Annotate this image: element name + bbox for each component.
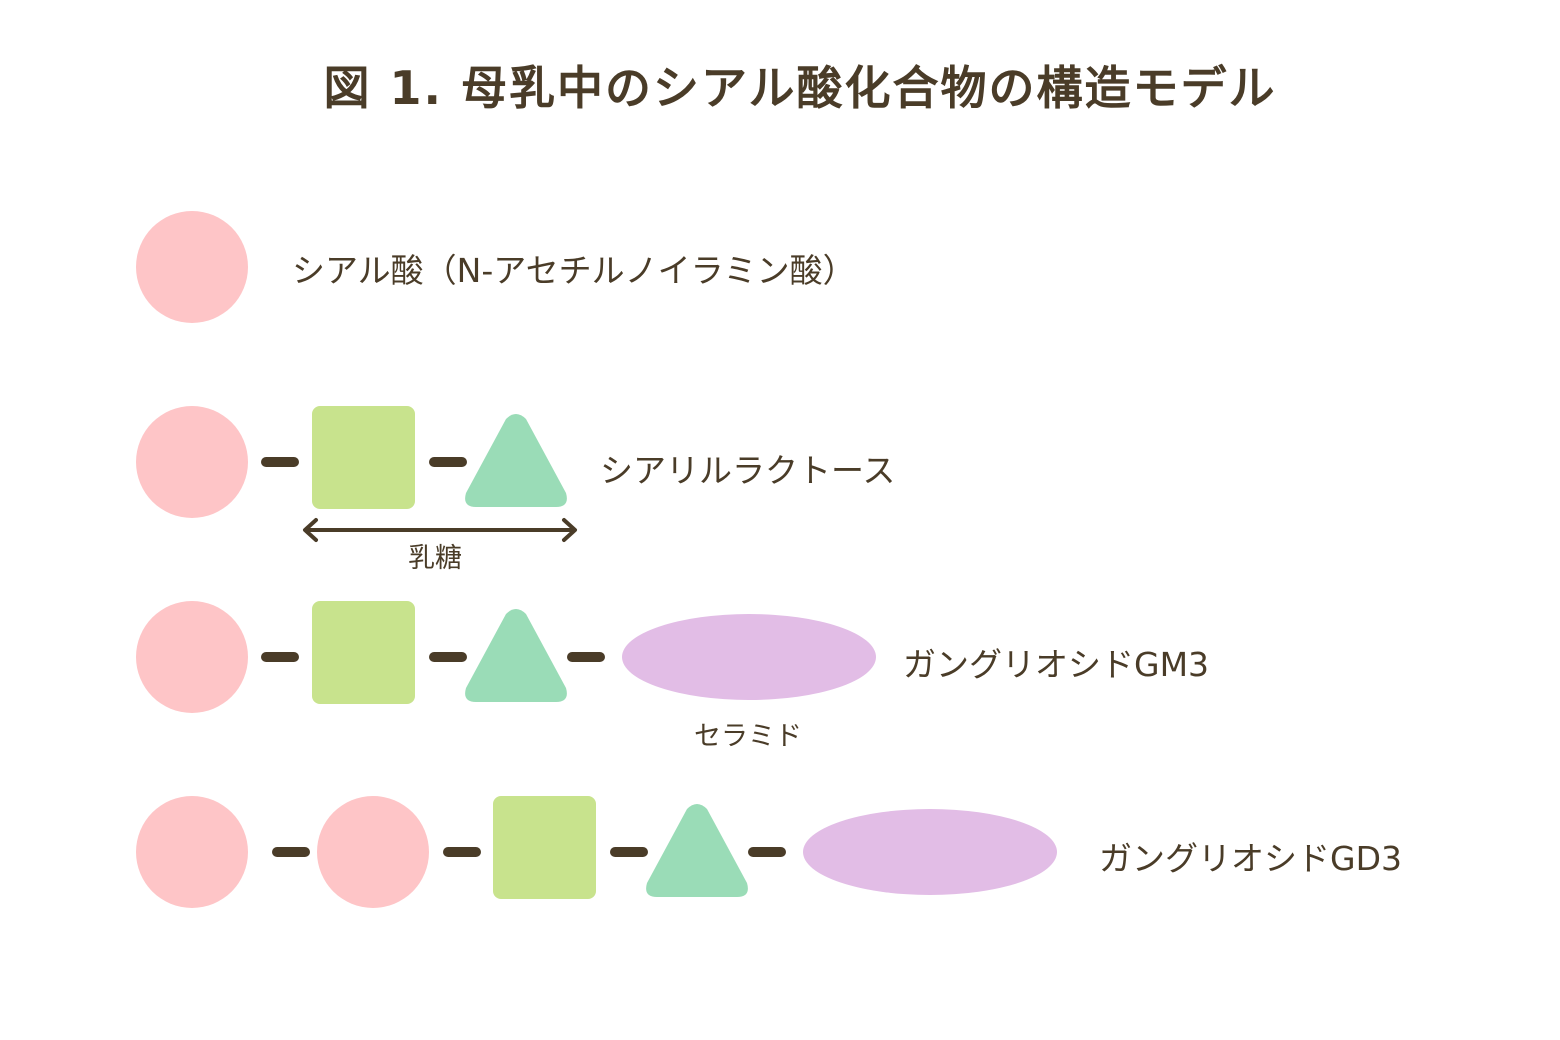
figure-title: 図 1. 母乳中のシアル酸化合物の構造モデル (323, 61, 1277, 115)
glycosidic-bond-line (610, 847, 648, 857)
glycosidic-bond-line (261, 652, 299, 662)
square-sugar-icon (312, 601, 415, 704)
row1-label-sialic-acid: シアル酸（N-アセチルノイラミン酸） (292, 251, 856, 290)
triangle-sugar-icon (646, 804, 748, 897)
ceramide-label: セラミド (694, 721, 802, 752)
ceramide-ellipse-icon (622, 614, 876, 700)
glycosidic-bond-line (443, 847, 481, 857)
row4-label-gd3: ガングリオシドGD3 (1099, 839, 1402, 878)
row2-label-sialyllactose: シアリルラクトース (600, 451, 896, 490)
sialic-acid-circle-icon (136, 601, 248, 713)
glycosidic-bond-line (567, 652, 605, 662)
glycosidic-bond-line (429, 457, 467, 467)
glycosidic-bond-line (429, 652, 467, 662)
triangle-sugar-icon (465, 414, 567, 507)
lactose-span-arrow-icon (303, 518, 577, 542)
square-sugar-icon (493, 796, 596, 899)
sialic-acid-circle-icon (317, 796, 429, 908)
triangle-sugar-icon (465, 609, 567, 702)
sialic-acid-circle-icon (136, 211, 248, 323)
ceramide-ellipse-icon (803, 809, 1057, 895)
sialic-acid-circle-icon (136, 796, 248, 908)
lactose-label: 乳糖 (408, 543, 462, 574)
row3-label-gm3: ガングリオシドGM3 (903, 645, 1210, 684)
glycosidic-bond-line (748, 847, 786, 857)
glycosidic-bond-line (261, 457, 299, 467)
square-sugar-icon (312, 406, 415, 509)
sialic-acid-circle-icon (136, 406, 248, 518)
glycosidic-bond-line (272, 847, 310, 857)
